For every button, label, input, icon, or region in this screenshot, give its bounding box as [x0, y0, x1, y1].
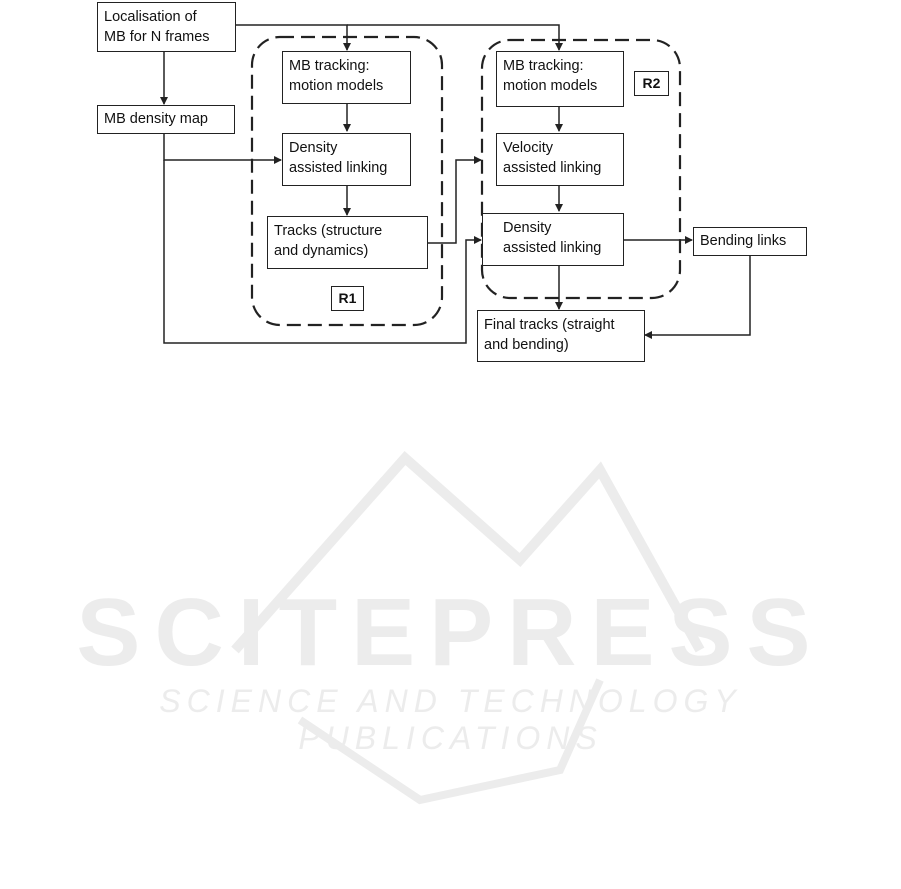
node-bending-links: Bending links	[693, 227, 807, 256]
edge-localisation-to-r2-tracking	[347, 24, 563, 51]
node-r2-density-linking: Density assisted linking	[482, 213, 624, 266]
region-r1-label: R1	[331, 286, 364, 311]
node-r1-tracks: Tracks (structure and dynamics)	[267, 216, 428, 269]
node-r2-tracking: MB tracking: motion models	[496, 51, 624, 107]
region-r2-label: R2	[634, 71, 669, 96]
node-density-map: MB density map	[97, 105, 235, 134]
node-r1-tracking: MB tracking: motion models	[282, 51, 411, 104]
region-r2-outline	[480, 38, 682, 300]
node-r1-density-linking: Density assisted linking	[282, 133, 411, 186]
node-localisation: Localisation of MB for N frames	[97, 2, 236, 52]
watermark-main-text: SCITEPRESS	[76, 579, 825, 686]
edge-tracks-to-r2-velocity	[428, 156, 482, 244]
watermark-sub-text: SCIENCE AND TECHNOLOGY PUBLICATIONS	[159, 683, 742, 756]
edge-density-map-to-r1-density	[163, 133, 282, 164]
edge-density-map-to-r2-density	[163, 160, 482, 344]
node-r2-velocity-linking: Velocity assisted linking	[496, 133, 624, 186]
node-final-tracks: Final tracks (straight and bending)	[477, 310, 645, 362]
edge-bending-to-final	[644, 256, 751, 339]
